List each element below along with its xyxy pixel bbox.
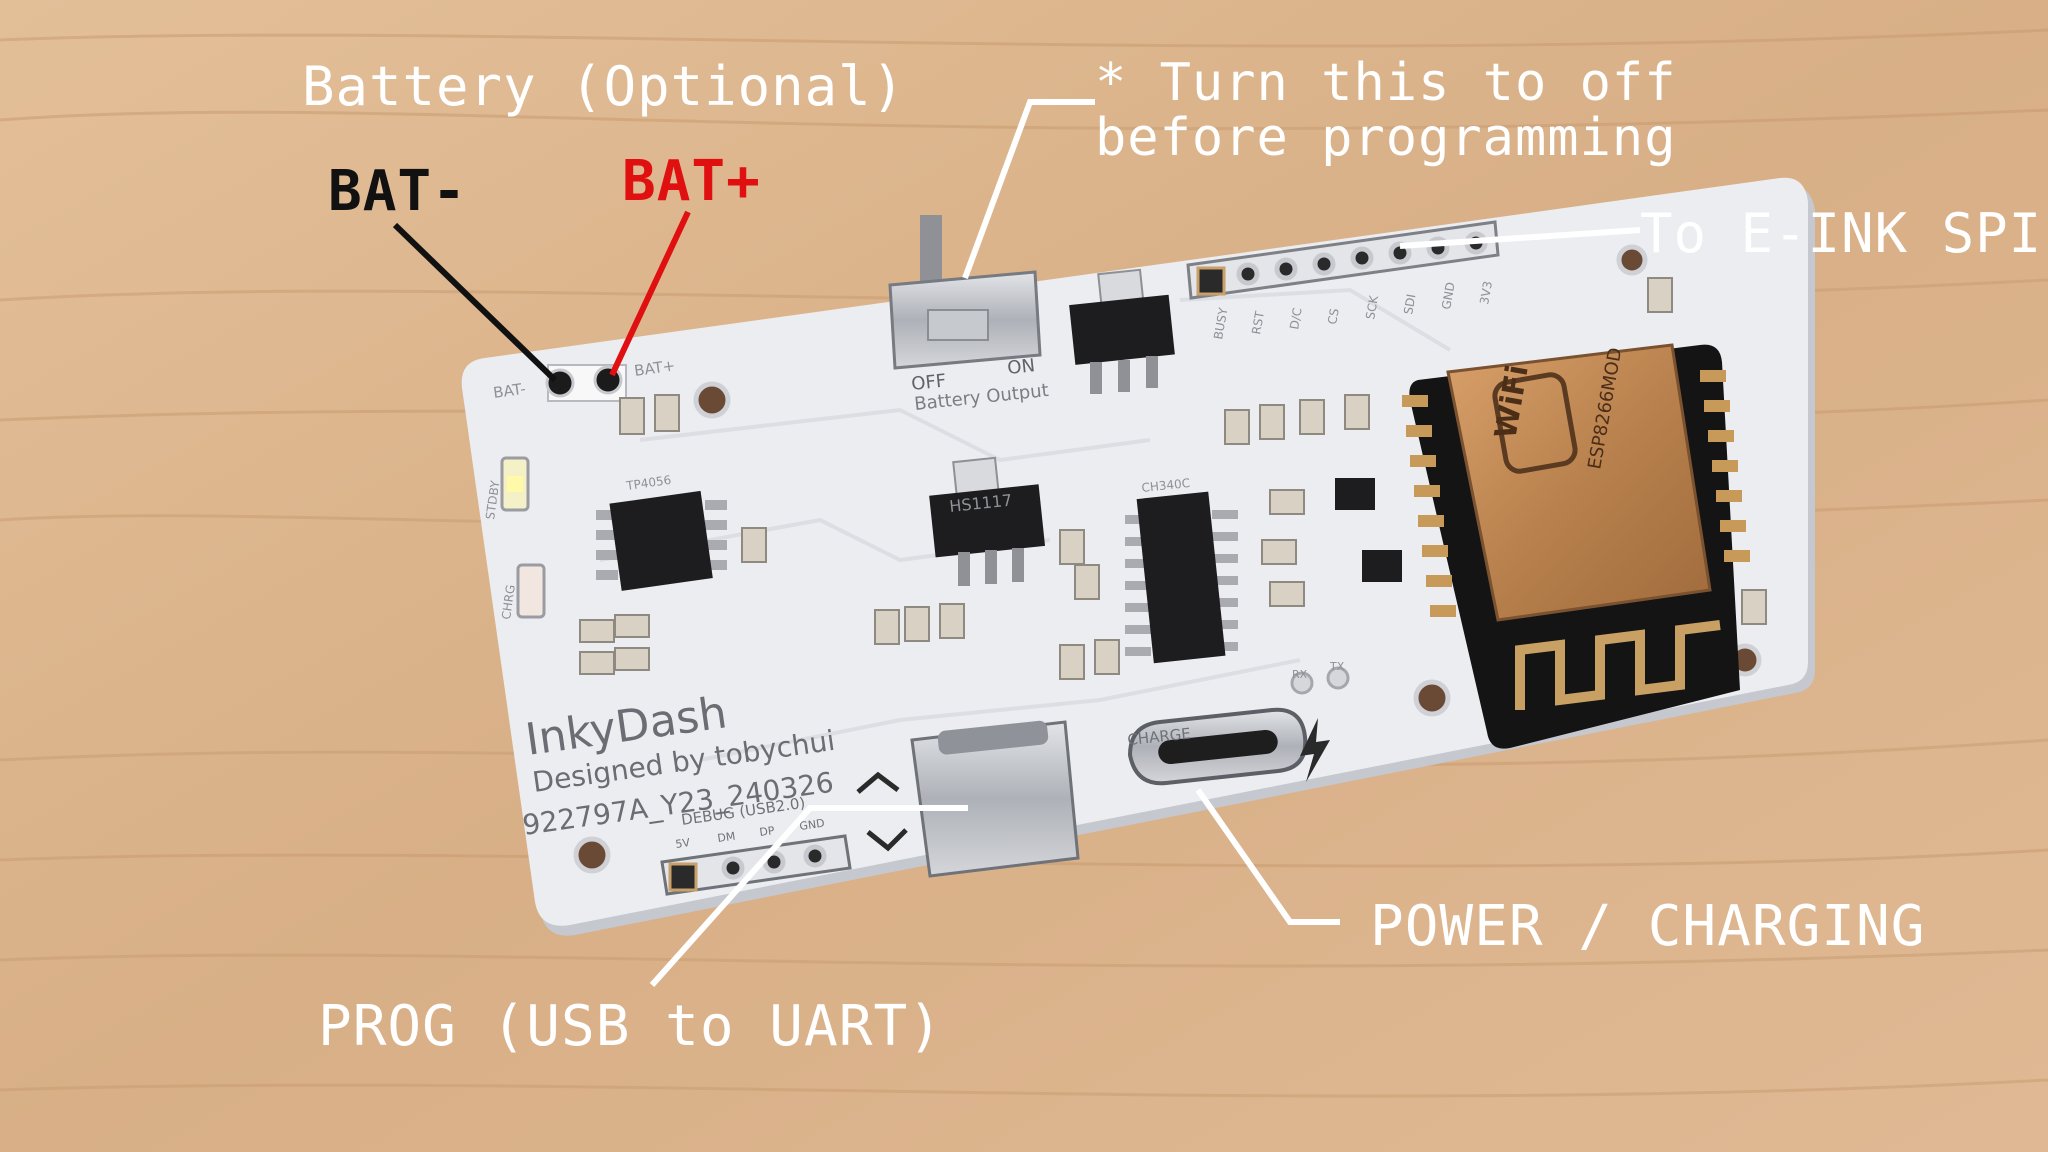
spi-pin-label: D/C [1287,307,1305,331]
spi-pin-label: 3V3 [1477,280,1495,306]
switch-on-label: ON [1006,355,1036,379]
spi-pin-label: BUSY [1211,306,1230,341]
battery-output-switch[interactable]: OFF ON Battery Output [888,215,1050,415]
mount-hole [1413,679,1451,717]
debug-pin-label: DM [717,830,737,845]
bat-plus-label: BAT+ [622,149,761,214]
mount-hole [693,381,731,419]
annotation-lines [392,99,1641,987]
spi-pin-label: SCK [1363,293,1381,320]
mount-hole [1616,244,1648,276]
debug-pin-label: GND [799,817,826,833]
ch340c-usb-uart-ic: CH340C [1125,476,1238,664]
chrg-led-label: CHRG [499,584,518,621]
prog-label: PROG (USB to UART) [318,994,943,1059]
ch340c-label: CH340C [1141,476,1191,495]
power-charging-label: POWER / CHARGING [1370,894,1925,959]
tp4056-charger-ic: TP4056 [596,473,727,591]
bat-minus-pointer [392,222,558,383]
battery-title-label: Battery (Optional) [302,55,905,118]
bat-minus-label: BAT- [328,159,467,224]
annotation-labels: Battery (Optional) BAT- BAT+ * Turn this… [302,53,2042,1059]
switch-note-line2: before programming [1095,108,1677,168]
switch-note-line1: * Turn this to off [1095,53,1677,113]
bat-minus-pad-label: BAT- [492,380,527,402]
debug-pin-label: 5V [675,836,692,851]
ldo-regulator: HS1117 [929,456,1046,586]
ldo-regulator-top [1069,268,1175,394]
eink-spi-label: To E-INK SPI [1640,202,2042,265]
antenna-trace [1515,620,1721,710]
rx-label: RX [1292,668,1308,681]
mount-hole [573,836,611,874]
debug-pin-label: DP [759,824,776,839]
passive-components [579,277,1767,680]
power-pointer [1195,788,1340,925]
rx-tx-pads: RX TX [1290,660,1350,695]
eink-pointer [1399,227,1641,249]
switch-off-label: OFF [910,370,947,395]
battery-pads: BAT- BAT+ [492,356,676,402]
transistors [1335,478,1402,582]
esp8266-wifi-module: WiFi ESP8266MOD [1402,343,1750,749]
usb-c-charge-port: CHARGE [1127,707,1330,786]
bat-plus-pad-label: BAT+ [633,356,676,380]
chrg-led [516,563,546,619]
eink-spi-header: BUSY RST D/C CS SCK SDI GND 3V3 [1186,220,1500,341]
prog-pointer [649,805,968,987]
spi-pin-label: RST [1249,309,1267,335]
lightning-icon [1300,718,1330,782]
chevron-up-down-icon [856,771,908,852]
spi-pin-label: CS [1325,307,1342,325]
stdby-led-label: STDBY [483,479,502,520]
status-leds: STDBY CHRG [483,456,546,621]
bat-plus-pointer [609,210,691,377]
tx-label: TX [1329,660,1345,673]
switch-note-pointer [962,99,1095,280]
spi-pin-label: GND [1439,281,1458,311]
spi-pin-label: SDI [1401,293,1418,316]
tp4056-label: TP4056 [624,473,672,493]
